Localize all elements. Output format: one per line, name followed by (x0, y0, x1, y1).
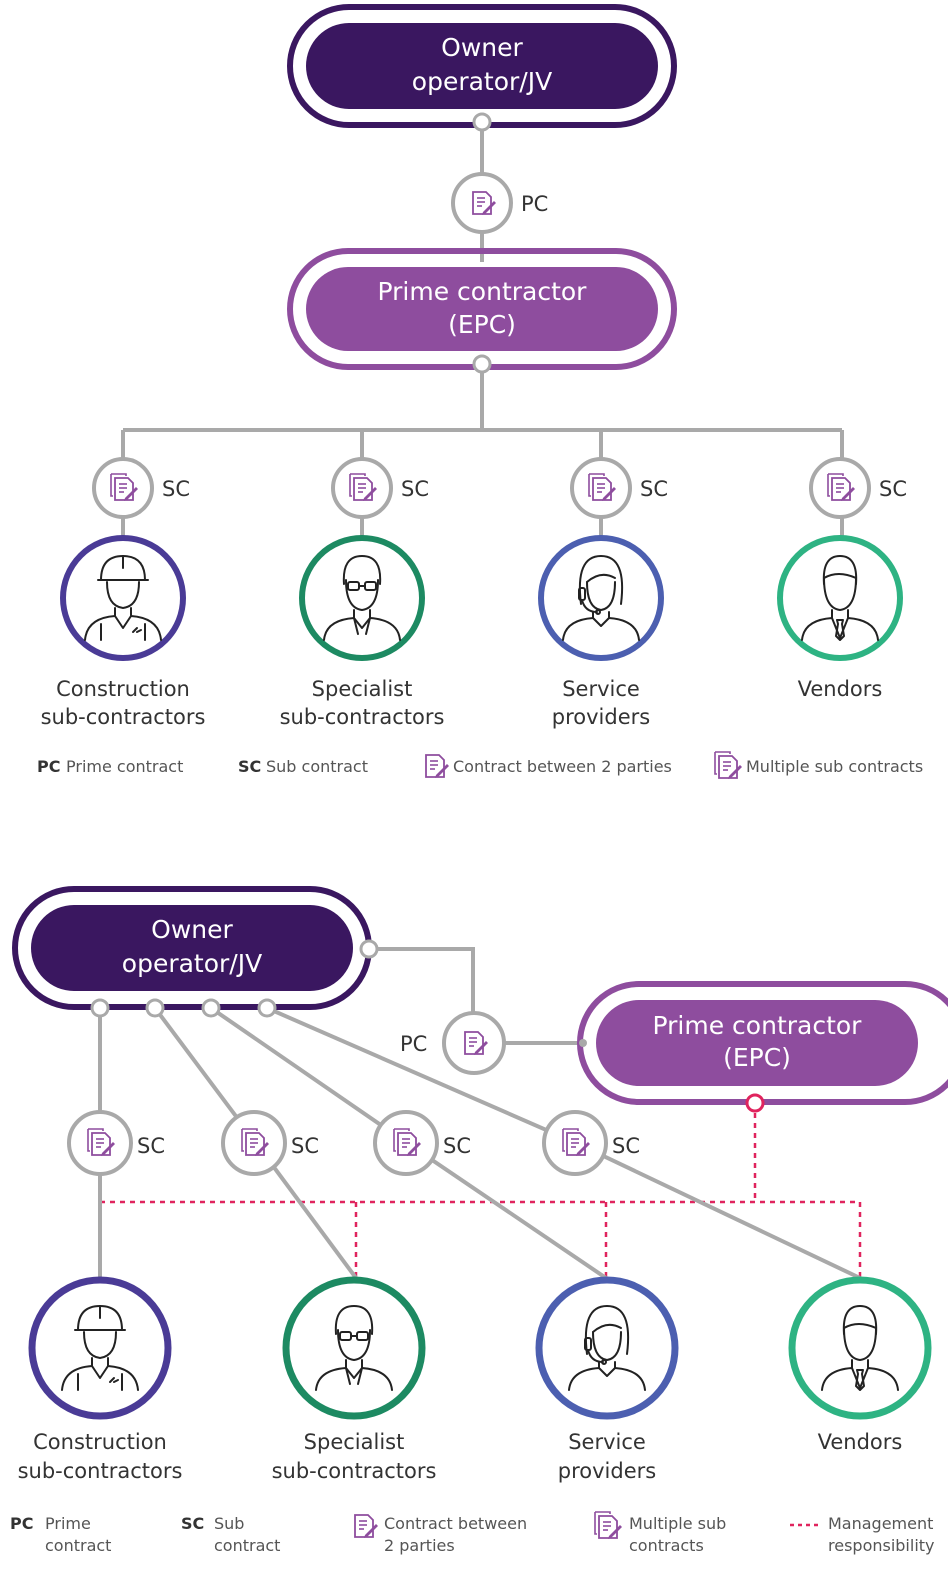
service-label-line2: providers (558, 1459, 656, 1483)
owner-title-line2: operator/JV (412, 67, 552, 96)
sc-badges: SC SC SC SC (92, 457, 907, 519)
specialist-label-line1: Specialist (312, 677, 413, 701)
sc-tag: SC (137, 1134, 165, 1158)
sc-badge-construction-2: SC (67, 1110, 165, 1176)
legend-mgmt-line1: Management (828, 1514, 933, 1533)
sc-badge-specialist-2: SC (221, 1110, 319, 1176)
persona-specialist: Specialist sub-contractors (280, 535, 445, 729)
construction-label-line1: Construction (56, 677, 190, 701)
connector-dot (359, 939, 379, 959)
connector-dot (472, 354, 492, 374)
contract-document-icon (354, 1514, 379, 1539)
legend-multi: Multiple sub contracts (746, 757, 923, 776)
sc-badge-construction: SC (92, 457, 190, 519)
sc-badge-service: SC (570, 457, 668, 519)
connector-dot (579, 1039, 587, 1047)
sc-tag: SC (162, 477, 190, 501)
connector-dot (257, 998, 277, 1018)
vendors-label: Vendors (818, 1430, 903, 1454)
prime-contract-badge-2: PC (400, 1011, 506, 1075)
prime-contractor-box-2: Prime contractor (EPC) (577, 981, 948, 1105)
sc-tag: SC (640, 477, 668, 501)
owner-operator-box-2: Owner operator/JV (12, 886, 372, 1010)
construction-label-line2: sub-contractors (18, 1459, 183, 1483)
legend-sc-text-line2: contract (214, 1536, 280, 1555)
legend-pc-text-line1: Prime (45, 1514, 91, 1533)
persona-construction-2: Construction sub-contractors (18, 1276, 183, 1483)
contract-document-icon (425, 754, 450, 779)
legend-sc-abbr: SC (238, 757, 261, 776)
multiple-contracts-icon (594, 1511, 623, 1540)
persona-vendors-2: Vendors (788, 1276, 932, 1454)
legend-contract2-line1: Contract between (384, 1514, 527, 1533)
legend-sc-text: Sub contract (266, 757, 368, 776)
legend-multi-line2: contracts (629, 1536, 704, 1555)
diagram-one: Owner operator/JV PC Prime contractor (E… (37, 4, 923, 780)
sc-badge-specialist: SC (331, 457, 429, 519)
legend-mgmt-line2: responsibility (828, 1536, 935, 1555)
owner-operator-box: Owner operator/JV (287, 4, 677, 128)
legend-pc-abbr: PC (10, 1514, 33, 1533)
pc-tag: PC (400, 1032, 427, 1056)
construction-label-line1: Construction (33, 1430, 167, 1454)
prime-contractor-box: Prime contractor (EPC) (287, 248, 677, 370)
connector-dot (145, 998, 165, 1018)
sc-badge-vendors: SC (809, 457, 907, 519)
persona-construction: Construction sub-contractors (41, 535, 206, 729)
legend-sc-abbr: SC (181, 1514, 204, 1533)
sc-tag: SC (443, 1134, 471, 1158)
specialist-label-line1: Specialist (304, 1430, 405, 1454)
specialist-label-line2: sub-contractors (272, 1459, 437, 1483)
legend-contract2-line2: 2 parties (384, 1536, 455, 1555)
multiple-contracts-icon (714, 751, 743, 780)
connector-dot (201, 998, 221, 1018)
construction-label-line2: sub-contractors (41, 705, 206, 729)
connector-dot (472, 112, 492, 132)
persona-service-2: Service providers (535, 1276, 679, 1483)
prime-title-line1: Prime contractor (378, 277, 588, 306)
sc-tag: SC (612, 1134, 640, 1158)
legend-multi-line1: Multiple sub (629, 1514, 726, 1533)
owner-title-line2: operator/JV (122, 949, 262, 978)
legend-contract2: Contract between 2 parties (453, 757, 672, 776)
sc-badges-2: SC SC SC SC (67, 1110, 640, 1176)
sc-badge-vendors-2: SC (542, 1110, 640, 1176)
management-connector-dot (745, 1093, 765, 1113)
prime-contract-badge: PC (451, 172, 548, 234)
legend-one: PC Prime contract SC Sub contract Contra… (37, 751, 923, 780)
owner-title-line1: Owner (151, 915, 233, 944)
connector-dot (90, 998, 110, 1018)
service-label-line1: Service (562, 677, 640, 701)
legend-sc-text-line1: Sub (214, 1514, 244, 1533)
persona-service: Service providers (538, 535, 664, 729)
persona-vendors: Vendors (777, 535, 903, 701)
legend-two: PC Prime contract SC Sub contract Contra… (10, 1511, 935, 1555)
prime-title-line2: (EPC) (448, 310, 516, 339)
specialist-label-line2: sub-contractors (280, 705, 445, 729)
legend-pc-abbr: PC (37, 757, 60, 776)
vendors-label: Vendors (798, 677, 883, 701)
sc-tag: SC (401, 477, 429, 501)
persona-specialist-2: Specialist sub-contractors (272, 1276, 437, 1483)
prime-title-line2: (EPC) (723, 1043, 791, 1072)
service-label-line1: Service (568, 1430, 646, 1454)
service-label-line2: providers (552, 705, 650, 729)
sc-tag: SC (879, 477, 907, 501)
owner-title-line1: Owner (441, 33, 523, 62)
pc-tag: PC (521, 192, 548, 216)
prime-title-line1: Prime contractor (653, 1011, 863, 1040)
legend-pc-text-line2: contract (45, 1536, 111, 1555)
diagram2-connectors (98, 947, 861, 1280)
legend-pc-text: Prime contract (66, 757, 183, 776)
sc-badge-service-2: SC (373, 1110, 471, 1176)
sc-tag: SC (291, 1134, 319, 1158)
diagram-two: Owner operator/JV PC Prime contractor (E… (10, 886, 948, 1555)
